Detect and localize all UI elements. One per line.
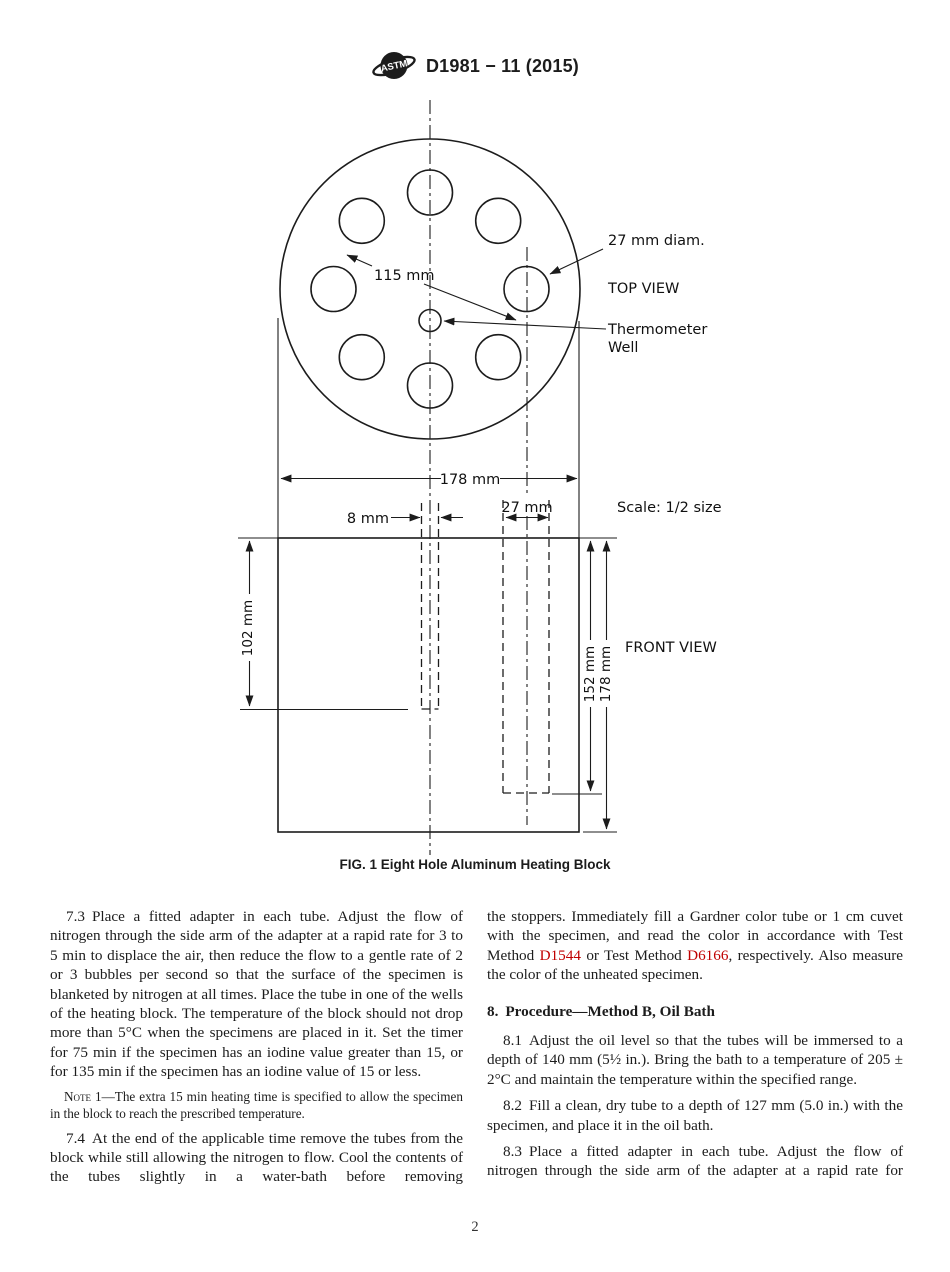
thermometer-well-circle xyxy=(418,308,442,333)
block-outline xyxy=(277,537,580,833)
well-width-label: 8 mm xyxy=(347,511,389,527)
top-view-drawing: 27 mm diam. TOP VIEW 115 mm Thermometer … xyxy=(279,138,707,440)
bolt-circle-leader-line-lower xyxy=(423,283,517,321)
section-number-8-3: 8.3 xyxy=(503,1143,522,1161)
note-1-label: Note 1 xyxy=(64,1088,102,1104)
figure-1-drawing: 27 mm diam. TOP VIEW 115 mm Thermometer … xyxy=(238,100,722,855)
thermometer-well-leader-line xyxy=(443,317,607,330)
paragraph-7-3-text: Place a fitted adapter in each tube. Adj… xyxy=(50,908,463,1081)
specimen-hole-n xyxy=(406,169,454,216)
specimen-hole-s xyxy=(406,362,454,409)
paragraph-8-1-text: Adjust the oil level so that the tubes w… xyxy=(487,1032,903,1088)
specimen-hole-ne xyxy=(474,197,522,245)
well-depth-label: 102 mm xyxy=(240,600,256,656)
paragraph-8-3-text: Place a fitted adapter in each tube. Adj… xyxy=(487,1143,903,1180)
hole-diameter-leader-line xyxy=(549,248,604,275)
hole-depth-label: 152 mm xyxy=(582,646,598,702)
hole-width-label: 27 mm xyxy=(501,500,552,516)
specimen-hole-sw xyxy=(338,333,386,381)
block-width-dimension: 178 mm xyxy=(280,472,578,488)
continuation-text-1: the stoppers. Immediately fill a Gardner… xyxy=(487,908,903,964)
section-number-8-1: 8.1 xyxy=(503,1032,522,1050)
thermometer-well-label-line2: Well xyxy=(608,340,638,356)
logo-globe xyxy=(380,52,408,79)
document-header: ASTM D1981 − 11 (2015) xyxy=(0,46,950,86)
hole-diameter-label: 27 mm diam. xyxy=(608,233,705,249)
logo-text: ASTM xyxy=(380,58,409,74)
specimen-hole-e xyxy=(503,265,550,313)
block-width-label: 178 mm xyxy=(440,472,501,488)
bolt-circle-label: 115 mm xyxy=(374,268,435,284)
standard-designation: D1981 − 11 (2015) xyxy=(425,55,580,76)
paragraph-7-4-text: At the end of the applicable time remove… xyxy=(50,1129,463,1186)
front-view-label: FRONT VIEW xyxy=(625,640,717,656)
block-height-label: 178 mm xyxy=(598,646,614,702)
bolt-circle-leader-line-upper xyxy=(346,254,373,267)
link-d6166[interactable]: D6166 xyxy=(687,946,729,964)
hole-depth-dimension: 152 mm xyxy=(582,540,598,792)
hole-width-dimension: 27 mm xyxy=(501,500,553,522)
well-depth-dimension: 102 mm xyxy=(240,540,256,707)
block-height-dimension: 178 mm xyxy=(598,540,614,830)
page-number: 2 xyxy=(471,1219,479,1235)
paragraph-7-4-continuation: the stoppers. Immediately fill a Gardner… xyxy=(487,907,903,985)
paragraph-8-2-text: Fill a clean, dry tube to a depth of 127… xyxy=(487,1097,903,1134)
note-1-text: —The extra 15 min heating time is specif… xyxy=(50,1088,463,1121)
link-d1544[interactable]: D1544 xyxy=(539,946,581,964)
note-1: Note 1—The extra 15 min heating time is … xyxy=(50,1088,463,1122)
astm-logo-icon: ASTM xyxy=(372,52,416,79)
top-view-label: TOP VIEW xyxy=(607,281,679,297)
continuation-text-3: , respectively. Also measure the color o… xyxy=(487,946,903,984)
specimen-hole-w xyxy=(310,265,357,313)
scale-note-label: Scale: 1/2 size xyxy=(617,500,722,516)
section-8-heading: 8. Procedure—Method B, Oil Bath xyxy=(487,1002,903,1021)
thermometer-well-label-line1: Thermometer xyxy=(607,322,707,338)
section-number-7-3: 7.3 xyxy=(66,908,85,925)
right-column: the stoppers. Immediately fill a Gardner… xyxy=(487,907,903,1181)
heating-block-circle xyxy=(279,138,581,440)
continuation-text-2: or Test Method xyxy=(580,946,688,964)
section-number-8: 8. xyxy=(487,1002,499,1020)
section-number-7-4: 7.4 xyxy=(66,1129,85,1147)
section-8-heading-text: Procedure—Method B, Oil Bath xyxy=(505,1002,715,1020)
specimen-hole-nw xyxy=(338,197,386,245)
section-number-8-2: 8.2 xyxy=(503,1097,522,1115)
specimen-hole-se xyxy=(474,333,522,381)
well-width-dimension: 8 mm xyxy=(347,511,463,527)
front-view-drawing: 102 mm 152 mm 178 mm FRONT VIEW xyxy=(238,500,717,833)
figure-caption: FIG. 1 Eight Hole Aluminum Heating Block xyxy=(339,857,611,872)
